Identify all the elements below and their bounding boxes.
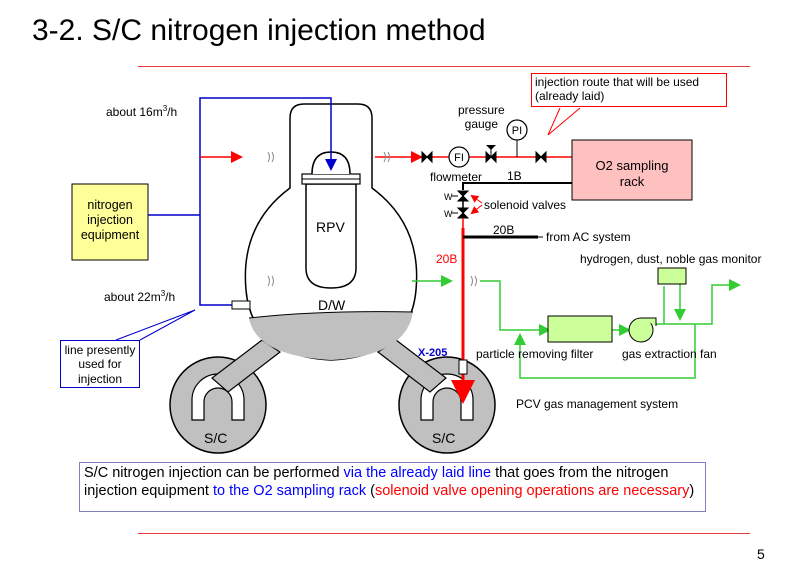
flow-16-prefix: about 16m	[106, 105, 163, 119]
monitor-box	[657, 267, 687, 285]
x205-penetration	[458, 359, 468, 375]
flow-16-label: about 16m3/h	[106, 104, 177, 120]
svg-text:W: W	[444, 192, 453, 202]
svg-text:W: W	[444, 209, 453, 219]
flow-22-sup: 3	[160, 289, 166, 298]
particle-filter-label: particle removing filter	[476, 347, 594, 361]
pressure-gauge-label: pressure gauge	[458, 103, 505, 131]
line-20b-label: 20B	[493, 223, 515, 237]
pressure-indicator: PI	[506, 119, 528, 141]
sc-left-label: S/C	[204, 430, 228, 446]
particle-filter-box	[547, 315, 613, 343]
note-part7: )	[689, 482, 695, 499]
flow-22-prefix: about 22m	[104, 290, 161, 304]
page-title: 3-2. S/C nitrogen injection method	[32, 14, 486, 47]
from-ac-label: from AC system	[546, 230, 631, 244]
valve-3	[535, 150, 547, 164]
title-underline	[138, 66, 750, 67]
note-part6: solenoid valve opening operations are ne…	[374, 482, 690, 499]
pi-label: PI	[512, 125, 522, 137]
x205-label: X-205	[418, 347, 448, 359]
flow-16-suffix: /h	[167, 105, 178, 119]
rpv-label: RPV	[316, 219, 345, 235]
summary-note: S/C nitrogen injection can be performed …	[79, 462, 706, 512]
flow-indicator: FI	[448, 146, 470, 168]
nitrogen-equipment-label: nitrogen injection equipment	[80, 198, 140, 242]
route-callout: injection route that will be used (alrea…	[531, 73, 727, 107]
nitrogen-box	[71, 183, 149, 261]
line-20b-red-label: 20B	[436, 252, 458, 266]
flow-22-label: about 22m3/h	[104, 289, 175, 305]
note-part3: that goes from the nitrogen injection eq…	[84, 465, 669, 499]
solenoid-valve-2: W	[444, 207, 470, 219]
note-part2: via the already laid line	[343, 465, 492, 481]
valve-2	[485, 145, 497, 164]
flow-16-sup: 3	[162, 104, 168, 113]
drywell-water	[249, 311, 413, 360]
gas-fan-label: gas extraction fan	[622, 347, 717, 361]
drywell-penetration	[231, 300, 251, 310]
pcv-system-label: PCV gas management system	[516, 397, 679, 411]
valve-1	[421, 150, 433, 164]
dw-label: D/W	[318, 297, 346, 313]
note-part1: S/C nitrogen injection can be performed	[84, 465, 344, 481]
note-part4: to the O2 sampling rack	[212, 482, 367, 499]
fi-label: FI	[454, 152, 464, 164]
line-used-callout: line presently used for injection	[60, 340, 140, 388]
note-part5: (	[366, 482, 375, 499]
route-callout-pointer	[547, 107, 581, 136]
pipe-break-marks	[267, 151, 477, 287]
solenoid-valve-1: W	[444, 190, 470, 202]
line-callout-pointer	[115, 309, 196, 341]
gas-extraction-fan	[628, 317, 657, 343]
pcv-gas-system-lines	[412, 275, 741, 379]
o2-rack-label: O2 sampling rack	[595, 158, 669, 189]
hydrogen-monitor-label: hydrogen, dust, noble gas monitor	[580, 252, 762, 266]
line-1b	[462, 182, 572, 190]
solenoid-pointer-2	[470, 204, 483, 215]
o2-rack-box	[571, 139, 693, 201]
solenoid-label: solenoid valves	[484, 198, 567, 212]
flow-22-suffix: /h	[165, 290, 176, 304]
bottom-rule	[138, 533, 750, 534]
sc-right-label: S/C	[432, 430, 456, 446]
line-1b-label: 1B	[507, 169, 522, 183]
flowmeter-label: flowmeter	[430, 170, 483, 184]
solenoid-pointer-1	[470, 194, 483, 204]
page-number: 5	[757, 546, 765, 562]
